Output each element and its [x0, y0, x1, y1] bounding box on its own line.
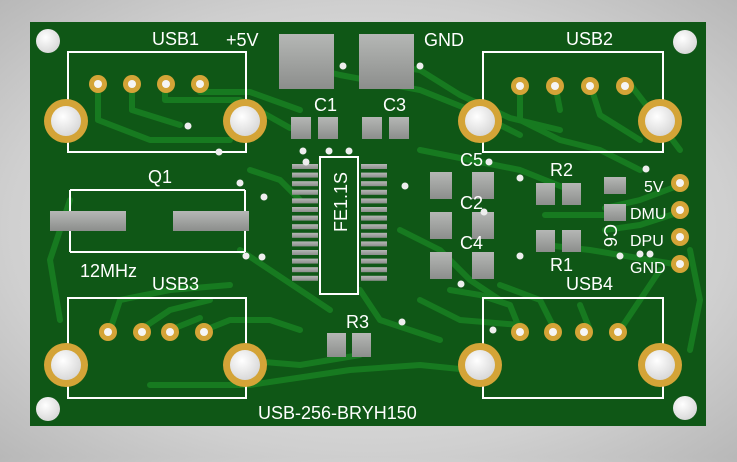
ic-pin-pad	[292, 181, 318, 187]
ic-pin-pad	[361, 250, 387, 255]
usb2-footprint	[458, 51, 682, 153]
label-c6: C6	[600, 224, 620, 247]
silkscreen-labels: USB1 +5V GND USB2 C1 C3 Q1 C5 C2 C4 R2 R…	[80, 29, 666, 423]
ic-pin-pad	[292, 250, 318, 255]
ic-pin-pad	[292, 198, 318, 204]
label-usb1: USB1	[152, 29, 199, 49]
label-q1: Q1	[148, 167, 172, 187]
ic-pin-pad	[292, 164, 318, 169]
ic-pin-pad	[361, 267, 387, 273]
label-c2: C2	[460, 193, 483, 213]
header-pin-label-5v: 5V	[644, 179, 664, 196]
ic-pin-pad	[361, 215, 387, 221]
ic-pin-pad	[361, 275, 387, 281]
label-usb2: USB2	[566, 29, 613, 49]
capacitor-c3-pads	[362, 117, 409, 139]
ic-pin-pad	[361, 181, 387, 187]
label-usb3: USB3	[152, 274, 199, 294]
usb4-footprint	[458, 297, 682, 399]
crystal-q1-footprint	[50, 189, 249, 253]
usb3-footprint	[44, 297, 267, 399]
ic-pin-pad	[361, 224, 387, 230]
ic-pin-pad	[292, 232, 318, 238]
label-c1: C1	[314, 95, 337, 115]
ic-pin-pad	[292, 207, 318, 212]
ic-pin-pad	[361, 258, 387, 264]
ic-pin-pad	[292, 224, 318, 230]
power-pad-gnd	[359, 34, 414, 89]
ic-fe11s-footprint	[292, 156, 387, 295]
mounting-hole-bottom-left	[36, 397, 60, 421]
ic-pin-pad	[361, 172, 387, 178]
ic-pin-pad	[292, 215, 318, 221]
vias	[184, 62, 654, 334]
ic-pin-pad	[292, 267, 318, 273]
header-pin-label-dmu: DMU	[630, 206, 666, 223]
label-c5: C5	[460, 150, 483, 170]
label-gnd-top: GND	[424, 30, 464, 50]
mounting-hole-bottom-right	[673, 396, 697, 420]
ic-pin-pad	[292, 275, 318, 281]
mounting-hole-top-right	[673, 30, 697, 54]
header-pin-label-dpu: DPU	[630, 233, 664, 250]
capacitor-column-pads	[430, 172, 494, 279]
header-pin-label-gnd: GND	[630, 260, 666, 277]
capacitor-c6-pads	[604, 177, 626, 221]
power-pad-5v	[279, 34, 334, 89]
label-crystal: 12MHz	[80, 261, 137, 281]
ic-pin-pad	[361, 232, 387, 238]
label-c3: C3	[383, 95, 406, 115]
label-r2: R2	[550, 160, 573, 180]
label-r3: R3	[346, 312, 369, 332]
ic-pin-pad	[292, 258, 318, 264]
resistor-r3-pads	[327, 333, 371, 357]
ic-pin-pad	[361, 164, 387, 169]
ic-pin-pad	[292, 189, 318, 195]
label-plus5v: +5V	[226, 30, 259, 50]
ic-pin-pad	[361, 189, 387, 195]
resistor-r1-pads	[536, 230, 581, 252]
label-r1: R1	[550, 255, 573, 275]
ic-pin-pad	[361, 241, 387, 247]
ic-pin-pad	[361, 207, 387, 212]
header-pins	[671, 174, 689, 273]
label-usb4: USB4	[566, 274, 613, 294]
label-part-number: USB-256-BRYH150	[258, 403, 417, 423]
ic-pin-pad	[361, 198, 387, 204]
ic-pin-pad	[292, 241, 318, 247]
capacitor-c1-pads	[291, 117, 338, 139]
mounting-hole-top-left	[36, 29, 60, 53]
label-ic: FE1.1S	[331, 172, 351, 232]
usb1-footprint	[44, 51, 267, 153]
resistor-r2-pads	[536, 183, 581, 205]
label-c4: C4	[460, 233, 483, 253]
ic-pin-pad	[292, 172, 318, 178]
